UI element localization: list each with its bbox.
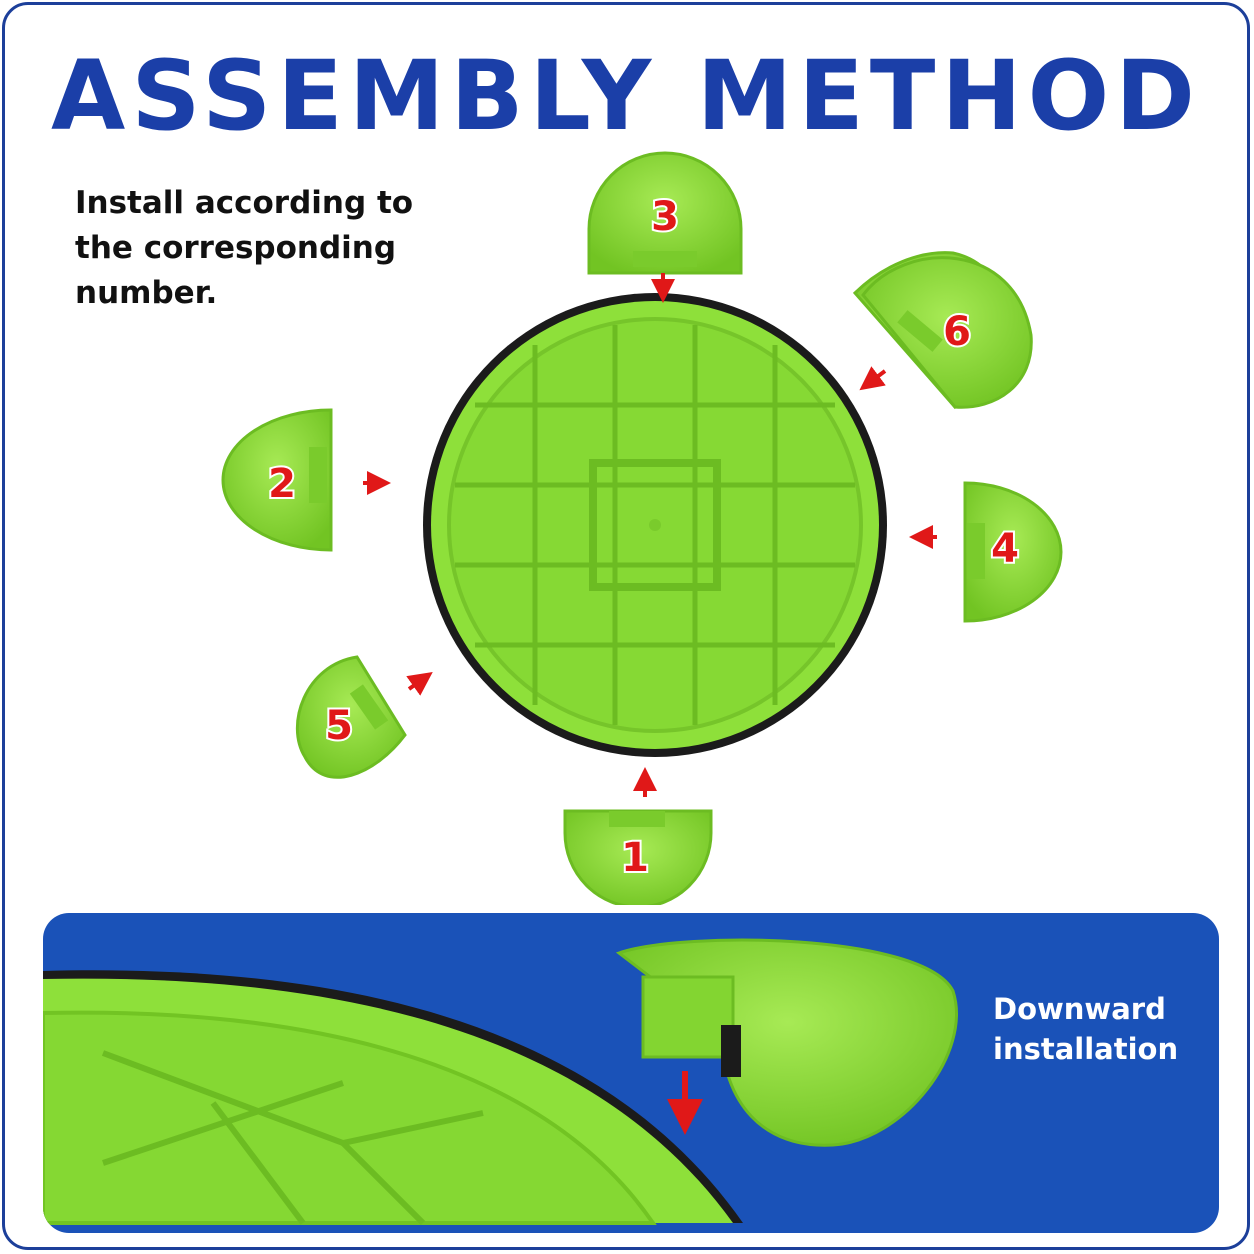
piece-1: 1 [563, 767, 713, 905]
piece-label-1: 1 [621, 835, 649, 881]
assembly-diagram: 3 2 6 4 5 [221, 151, 1063, 905]
piece-4: 4 [909, 481, 1063, 623]
piece-label-3: 3 [651, 194, 679, 240]
panel-caption-line1: Downward [993, 992, 1166, 1026]
piece-5: 5 [295, 655, 433, 779]
base-disk [423, 293, 887, 757]
base-center-square [589, 459, 721, 591]
piece-label-2: 2 [268, 461, 296, 507]
piece-2: 2 [221, 408, 391, 552]
base-center-dot [649, 519, 661, 531]
instruction-text: Install according to the corresponding n… [75, 185, 414, 311]
arrow-5 [406, 672, 433, 696]
piece-3: 3 [587, 151, 743, 303]
detail-illustration [43, 938, 958, 1226]
panel-caption: Downward installation [993, 989, 1203, 1069]
page-title: ASSEMBLY METHOD [51, 40, 1201, 152]
panel-caption-line2: installation [993, 1032, 1179, 1066]
piece-label-4: 4 [991, 526, 1019, 572]
piece-label-6: 6 [943, 309, 971, 355]
piece-label-5: 5 [325, 703, 353, 749]
detail-panel: Downward installation [43, 913, 1219, 1233]
arrow-6 [859, 366, 887, 391]
piece-6: 6 [852, 251, 1033, 410]
base-grid [455, 325, 855, 725]
